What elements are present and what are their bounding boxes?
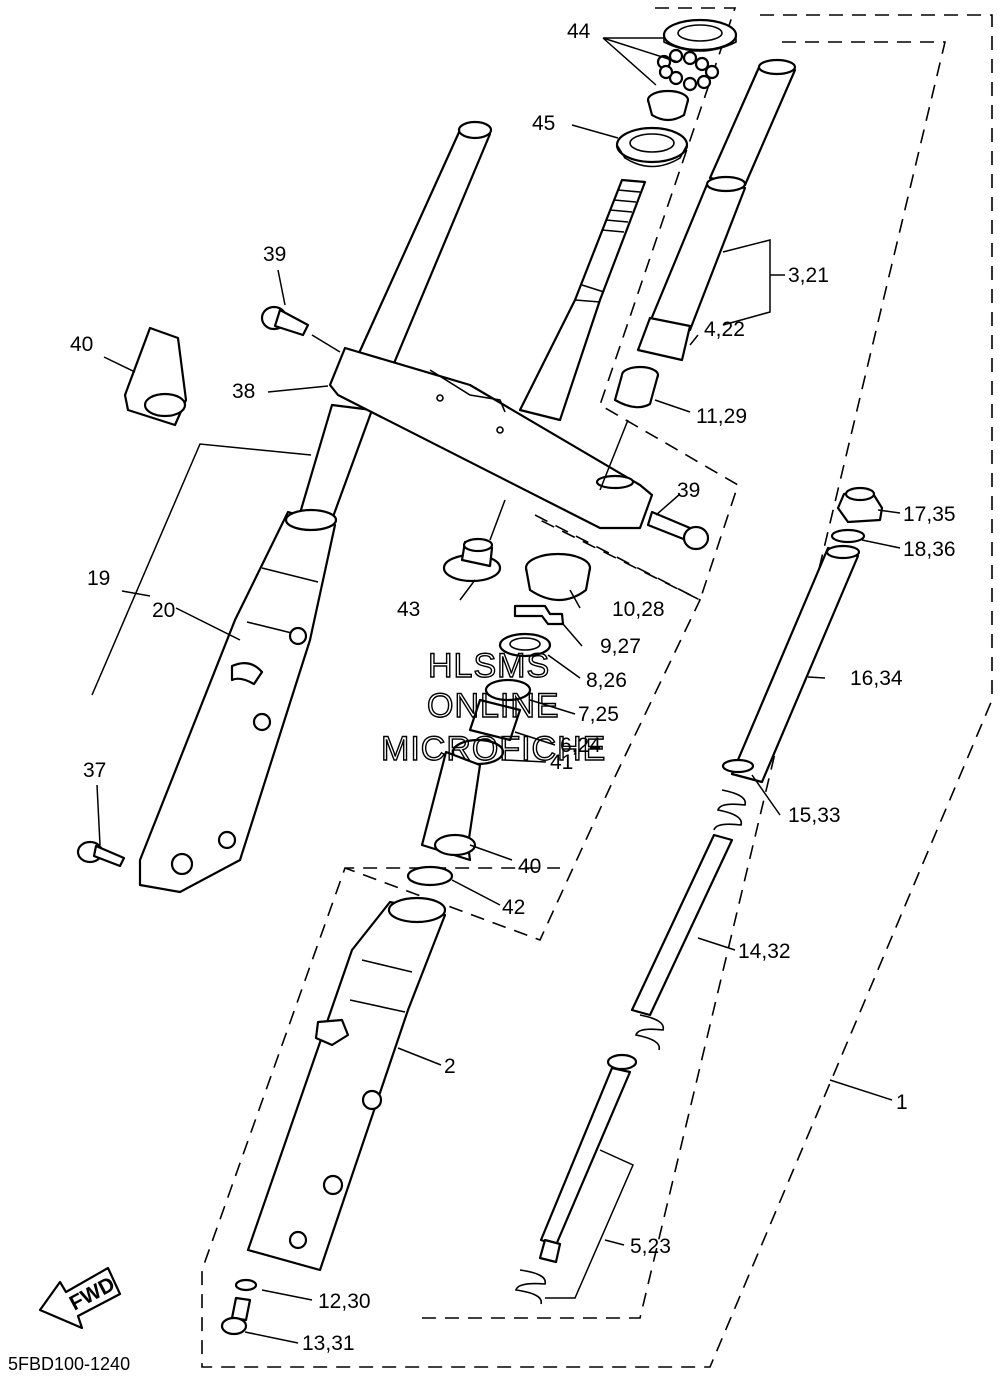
bearing-race-top-part <box>662 18 738 52</box>
callout-14-32: 14,32 <box>738 940 791 963</box>
clamp-bolt-lower-part <box>646 510 710 551</box>
callout-41: 41 <box>550 751 573 774</box>
callout-17-35: 17,35 <box>903 503 956 526</box>
callout-3-21: 3,21 <box>788 264 829 287</box>
bearing-balls-part <box>656 48 720 92</box>
guide-bushing-part <box>613 365 660 409</box>
callout-6-24: 6,24 <box>560 734 601 757</box>
callout-9-27: 9,27 <box>600 635 641 658</box>
steering-bearing-group-boundary <box>539 7 739 602</box>
callout-10-28: 10,28 <box>612 598 665 621</box>
bearing-race-lower-part <box>646 89 690 122</box>
spacer-tube-part <box>730 544 861 784</box>
callout-16-34: 16,34 <box>850 667 903 690</box>
drain-washer-part <box>234 1278 258 1292</box>
damper-seal-group-boundary <box>344 514 702 942</box>
dust-cover-lower-part <box>420 750 482 862</box>
callout-40-lower: 40 <box>518 855 541 878</box>
callout-7-25: 7,25 <box>578 703 619 726</box>
callout-18-36: 18,36 <box>903 538 956 561</box>
bushing-6-part <box>468 698 522 742</box>
callout-12-30: 12,30 <box>318 1290 371 1313</box>
callout-38: 38 <box>232 380 255 403</box>
drain-bolt-part <box>220 1296 252 1336</box>
dust-cover-upper-part <box>123 326 188 427</box>
callout-4-22: 4,22 <box>704 318 745 341</box>
left-fork-upper-tube-part <box>296 120 493 527</box>
fork-spring-part <box>630 789 747 1051</box>
fork-inner-tube-4-part <box>636 175 747 362</box>
callout-1: 1 <box>896 1091 908 1114</box>
o-ring-42-part <box>406 865 454 887</box>
callout-44: 44 <box>567 20 591 43</box>
callout-39-upper: 39 <box>263 243 286 266</box>
assembly-1-boundary <box>201 14 993 1368</box>
callout-20: 20 <box>152 599 175 622</box>
steering-stem-part <box>518 178 647 422</box>
watermark-line1: HLSMS <box>428 647 550 685</box>
forward-direction-arrow-icon: FWD <box>38 1266 122 1330</box>
damper-rod-part <box>515 1053 638 1305</box>
watermark-line3: MICROFICHE <box>381 730 606 768</box>
collar-part-43 <box>442 537 502 583</box>
lower-triple-clamp-part <box>328 346 654 530</box>
spring-seat-washer-part <box>721 758 755 774</box>
callout-37: 37 <box>83 759 106 782</box>
oil-seal-part <box>524 552 592 601</box>
axle-pinch-bolt-part <box>76 840 126 868</box>
left-fork-outer-leg-part <box>138 508 338 894</box>
callout-13-31: 13,31 <box>302 1332 355 1355</box>
oil-seal-clip-part <box>513 604 565 626</box>
callout-8-26: 8,26 <box>586 669 627 692</box>
clamp-bolt-upper-part <box>260 305 310 337</box>
callout-39-lower: 39 <box>677 479 700 502</box>
callout-42: 42 <box>502 896 525 919</box>
callout-19: 19 <box>87 567 110 590</box>
diagram-code: 5FBD100-1240 <box>8 1354 130 1374</box>
callout-2: 2 <box>444 1055 456 1078</box>
callout-40-upper: 40 <box>70 333 93 356</box>
callout-43: 43 <box>397 598 420 621</box>
callout-45: 45 <box>532 112 555 135</box>
watermark-line2: ONLINE <box>427 687 560 725</box>
fork-upper-tube-3-part <box>708 58 797 187</box>
cap-o-ring-part <box>830 528 866 544</box>
right-fork-outer-tube-part <box>246 896 447 1272</box>
washer-7-part <box>484 678 532 702</box>
washer-8-part <box>498 632 552 658</box>
bearing-cup-part <box>615 126 689 168</box>
leader-lines <box>91 37 901 1344</box>
callout-5-23: 5,23 <box>630 1235 671 1258</box>
fork-cap-bolt-part <box>836 486 884 524</box>
callout-15-33: 15,33 <box>788 804 841 827</box>
callout-11-29: 11,29 <box>696 405 747 428</box>
